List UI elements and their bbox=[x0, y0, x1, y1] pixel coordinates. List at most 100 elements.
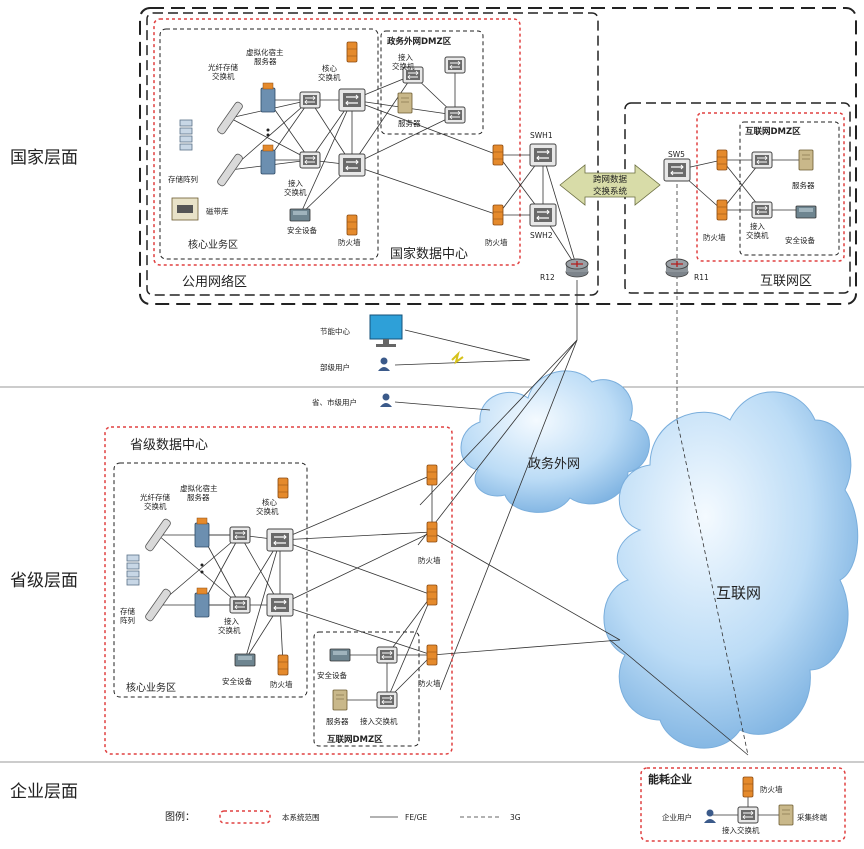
prov-label-fiber-1: 光纤存储 bbox=[140, 492, 170, 502]
firewall-icon bbox=[492, 144, 504, 166]
label-swh2: SWH2 bbox=[530, 231, 553, 240]
gov-extranet-label: 政务外网 bbox=[528, 456, 580, 472]
prov-label-access-2: 交换机 bbox=[218, 625, 241, 635]
firewall-icon bbox=[426, 644, 438, 666]
provincial-datacenter-scope bbox=[104, 426, 453, 755]
label-inet-access-2: 交换机 bbox=[746, 230, 769, 240]
gov-dmz-label: 政务外网DMZ区 bbox=[387, 36, 452, 47]
label-swh1: SWH1 bbox=[530, 131, 553, 140]
firewall-icon bbox=[346, 41, 358, 63]
gov-dmz-zone bbox=[380, 30, 484, 135]
internet-dmz-label: 互联网DMZ区 bbox=[745, 126, 801, 137]
swh2-icon bbox=[529, 203, 557, 227]
enterprise-user-label: 企业用户 bbox=[662, 812, 692, 822]
label-core-1: 核心 bbox=[322, 63, 337, 73]
exchange-label-2: 交换系统 bbox=[593, 186, 628, 197]
label-access-2: 交换机 bbox=[284, 187, 307, 197]
level-national-label: 国家层面 bbox=[10, 148, 78, 168]
router-r12-icon bbox=[565, 258, 589, 278]
access-switch-icon bbox=[737, 806, 759, 824]
prov-label-dmz-security: 安全设备 bbox=[317, 670, 347, 680]
fiber-switch-icon bbox=[215, 100, 245, 136]
firewall-icon bbox=[426, 521, 438, 543]
access-switch-icon bbox=[376, 691, 398, 709]
label-inet-firewall: 防火墙 bbox=[703, 232, 726, 242]
label-security: 安全设备 bbox=[287, 225, 317, 235]
national-disks bbox=[179, 119, 193, 151]
prov-label-fiber-2: 交换机 bbox=[144, 501, 167, 511]
label-storage-array: 存储阵列 bbox=[168, 174, 198, 184]
label-dmz-access-2: 交换机 bbox=[392, 61, 415, 71]
firewall-icon bbox=[426, 584, 438, 606]
switch-icon bbox=[299, 91, 321, 109]
national-datacenter-label: 国家数据中心 bbox=[390, 246, 468, 262]
label-tape: 磁带库 bbox=[206, 206, 229, 216]
ministry-user-icon bbox=[378, 357, 390, 371]
switch-icon bbox=[229, 596, 251, 614]
switch-icon bbox=[444, 106, 466, 124]
monitor-label: 节能中心 bbox=[320, 326, 350, 336]
switch-icon bbox=[229, 526, 251, 544]
inet-access-switch-icon bbox=[751, 201, 773, 219]
wireless-icon bbox=[451, 350, 464, 365]
enterprise-firewall-label: 防火墙 bbox=[760, 784, 783, 794]
gov-extranet-cloud: 政务外网 bbox=[460, 370, 650, 513]
server-icon bbox=[332, 689, 348, 711]
security-device-icon bbox=[329, 648, 351, 662]
level-provincial-label: 省级层面 bbox=[10, 571, 78, 591]
prov-label-dmz-server: 服务器 bbox=[326, 716, 349, 726]
firewall-icon bbox=[346, 214, 358, 236]
label-r12: R12 bbox=[540, 273, 555, 282]
router-r11-icon bbox=[665, 258, 689, 278]
firewall-icon bbox=[492, 204, 504, 226]
enterprise-title: 能耗企业 bbox=[648, 772, 692, 786]
server-icon bbox=[397, 92, 413, 114]
prov-label-firewall: 防火墙 bbox=[270, 679, 293, 689]
switch-icon bbox=[299, 151, 321, 169]
virtual-host-icon bbox=[260, 144, 276, 175]
legend-scope-swatch bbox=[219, 810, 271, 824]
storage-array-icon bbox=[126, 554, 140, 586]
firewall-icon bbox=[742, 776, 754, 798]
provincial-datacenter-label: 省级数据中心 bbox=[130, 438, 208, 453]
provincial-inet-dmz-label: 互联网DMZ区 bbox=[327, 734, 383, 745]
prov-label-dmz-access: 接入交换机 bbox=[360, 716, 398, 726]
monitor-icon bbox=[369, 314, 403, 347]
prov-label-access-1: 接入 bbox=[224, 616, 239, 626]
enterprise-terminal-label: 采集终端 bbox=[797, 812, 827, 822]
core-switch-icon bbox=[266, 528, 294, 552]
prov-user-label: 省、市级用户 bbox=[312, 397, 357, 407]
terminal-icon bbox=[778, 804, 794, 826]
cross-network-exchange: 跨网数据 交换系统 bbox=[559, 164, 661, 206]
prov-user-icon bbox=[380, 393, 392, 407]
legend-title: 图例： bbox=[165, 810, 195, 823]
firewall-icon bbox=[716, 149, 728, 171]
national-outer-zone bbox=[139, 7, 857, 305]
label-sw5: SW5 bbox=[668, 150, 685, 159]
label-fw-pub: 防火墙 bbox=[485, 237, 508, 247]
core-switch-icon bbox=[266, 593, 294, 617]
legend-scope-label: 本系统范围 bbox=[282, 812, 320, 822]
national-core-zone-label: 核心业务区 bbox=[188, 238, 238, 251]
label-core-2: 交换机 bbox=[318, 72, 341, 82]
legend: 图例： 本系统范围 FE/GE 3G bbox=[165, 810, 521, 824]
core-switch-icon bbox=[338, 88, 366, 112]
internet-dmz-inner bbox=[739, 121, 840, 256]
label-inet-access-1: 接入 bbox=[750, 221, 765, 231]
virtual-host-icon bbox=[260, 82, 276, 113]
firewall-icon bbox=[426, 464, 438, 486]
national-core-zone bbox=[159, 28, 379, 260]
enterprise-scope bbox=[640, 767, 846, 842]
security-device-icon bbox=[795, 205, 817, 219]
prov-label-vhost-1: 虚拟化宿主 bbox=[180, 483, 218, 493]
prov-label-security: 安全设备 bbox=[222, 676, 252, 686]
firewall-icon bbox=[277, 654, 289, 676]
security-device-icon bbox=[234, 653, 256, 667]
label-fiber-switch-2: 交换机 bbox=[212, 71, 235, 81]
label-fiber-switch-1: 光纤存储 bbox=[208, 62, 238, 72]
prov-label-fw-right2: 防火墙 bbox=[418, 678, 441, 688]
internet-zone-label: 互联网区 bbox=[760, 274, 812, 289]
firewall-icon bbox=[277, 477, 289, 499]
internet-cloud: 互联网 bbox=[603, 391, 859, 749]
